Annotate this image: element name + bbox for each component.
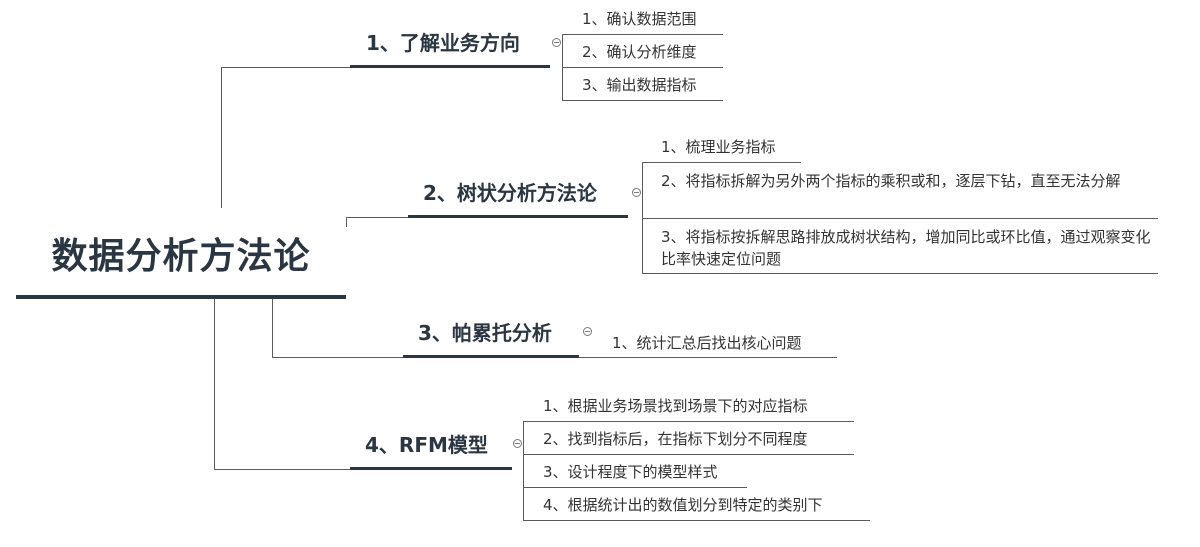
branch-2-item-2[interactable]: 2、将指标拆解为另外两个指标的乘积或和，逐层下钻，直至无法分解 [661, 172, 1121, 190]
branch-4-item-3[interactable]: 3、设计程度下的模型样式 [543, 463, 718, 481]
branch-4-item-1[interactable]: 1、根据业务场景找到场景下的对应指标 [543, 397, 808, 415]
branch-4-item-1-underline [523, 421, 854, 422]
branch-4-item-2-underline [523, 454, 854, 455]
branch-4-title[interactable]: 4、RFM模型 [365, 433, 488, 457]
branch-3-item-1-underline [579, 357, 837, 358]
connector-root-to-branch-4 [214, 299, 215, 469]
connector-root-to-branch-2-h [346, 217, 408, 218]
branch-2-title[interactable]: 2、树状分析方法论 [423, 181, 597, 205]
branch-1-item-3-underline [562, 100, 723, 101]
branch-2-item-3-underline [642, 273, 1158, 274]
branch-1-item-1-underline [562, 34, 723, 35]
branch-1-title[interactable]: 1、了解业务方向 [366, 31, 520, 55]
branch-2-item-3[interactable]: 3、将指标按拆解思路排放成树状结构，增加同比或环比值，通过观察变化比率快速定位问… [661, 228, 1151, 268]
branch-2-item-1-underline [642, 162, 801, 163]
connector-root-to-branch-2 [346, 217, 347, 227]
connector-root-to-branch-1 [221, 67, 222, 208]
branch-4-item-4[interactable]: 4、根据统计出的数值划分到特定的类别下 [543, 496, 823, 514]
root-node-underline [16, 295, 346, 299]
branch-2-item-1[interactable]: 1、梳理业务指标 [661, 138, 776, 156]
branch-4-collapse-icon[interactable] [513, 439, 522, 448]
branch-1-collapse-icon[interactable] [552, 38, 561, 47]
branch-3-underline [403, 355, 579, 358]
connector-root-to-branch-3-h [272, 357, 403, 358]
branch-1-item-3[interactable]: 3、输出数据指标 [582, 76, 697, 94]
branch-3-collapse-icon[interactable] [583, 327, 592, 336]
branch-3-item-1[interactable]: 1、统计汇总后找出核心问题 [612, 334, 802, 352]
branch-2-underline [408, 215, 628, 218]
root-node-title[interactable]: 数据分析方法论 [51, 236, 311, 277]
branch-1-underline [350, 65, 550, 68]
branch-3-title[interactable]: 3、帕累托分析 [418, 321, 552, 345]
branch-1-item-2-underline [562, 67, 723, 68]
branch-2-item-2-underline [642, 218, 1158, 219]
branch-4-item-3-underline [523, 487, 747, 488]
connector-root-to-branch-3 [272, 299, 273, 357]
branch-1-item-2[interactable]: 2、确认分析维度 [582, 43, 697, 61]
branch-4-bracket [523, 421, 524, 520]
branch-2-collapse-icon[interactable] [632, 188, 641, 197]
connector-root-to-branch-4-h [214, 469, 350, 470]
branch-4-item-4-underline [523, 520, 870, 521]
branch-4-item-2[interactable]: 2、找到指标后，在指标下划分不同程度 [543, 430, 808, 448]
connector-root-to-branch-1-h [221, 67, 350, 68]
branch-1-item-1[interactable]: 1、确认数据范围 [582, 10, 697, 28]
branch-4-underline [350, 467, 512, 470]
